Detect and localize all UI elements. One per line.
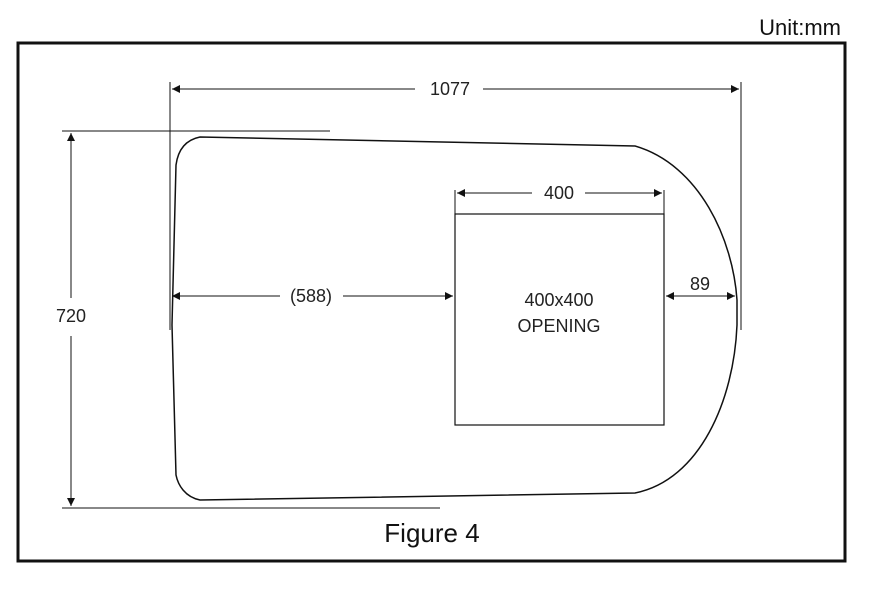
dim-label-width: 720 (56, 306, 86, 326)
opening-rect (454, 213, 665, 426)
figure-caption: Figure 4 (384, 518, 479, 548)
dim-label-opening: 400 (544, 183, 574, 203)
outline-shape (171, 136, 738, 501)
dim-label-offset-left: (588) (290, 286, 332, 306)
opening-label-line2: OPENING (517, 316, 600, 336)
unit-label: Unit:mm (759, 15, 841, 40)
drawing-frame (16, 41, 847, 563)
dim-label-offset-right: 89 (690, 274, 710, 294)
dim-label-length: 1077 (430, 79, 470, 99)
opening-label-line1: 400x400 (524, 290, 593, 310)
